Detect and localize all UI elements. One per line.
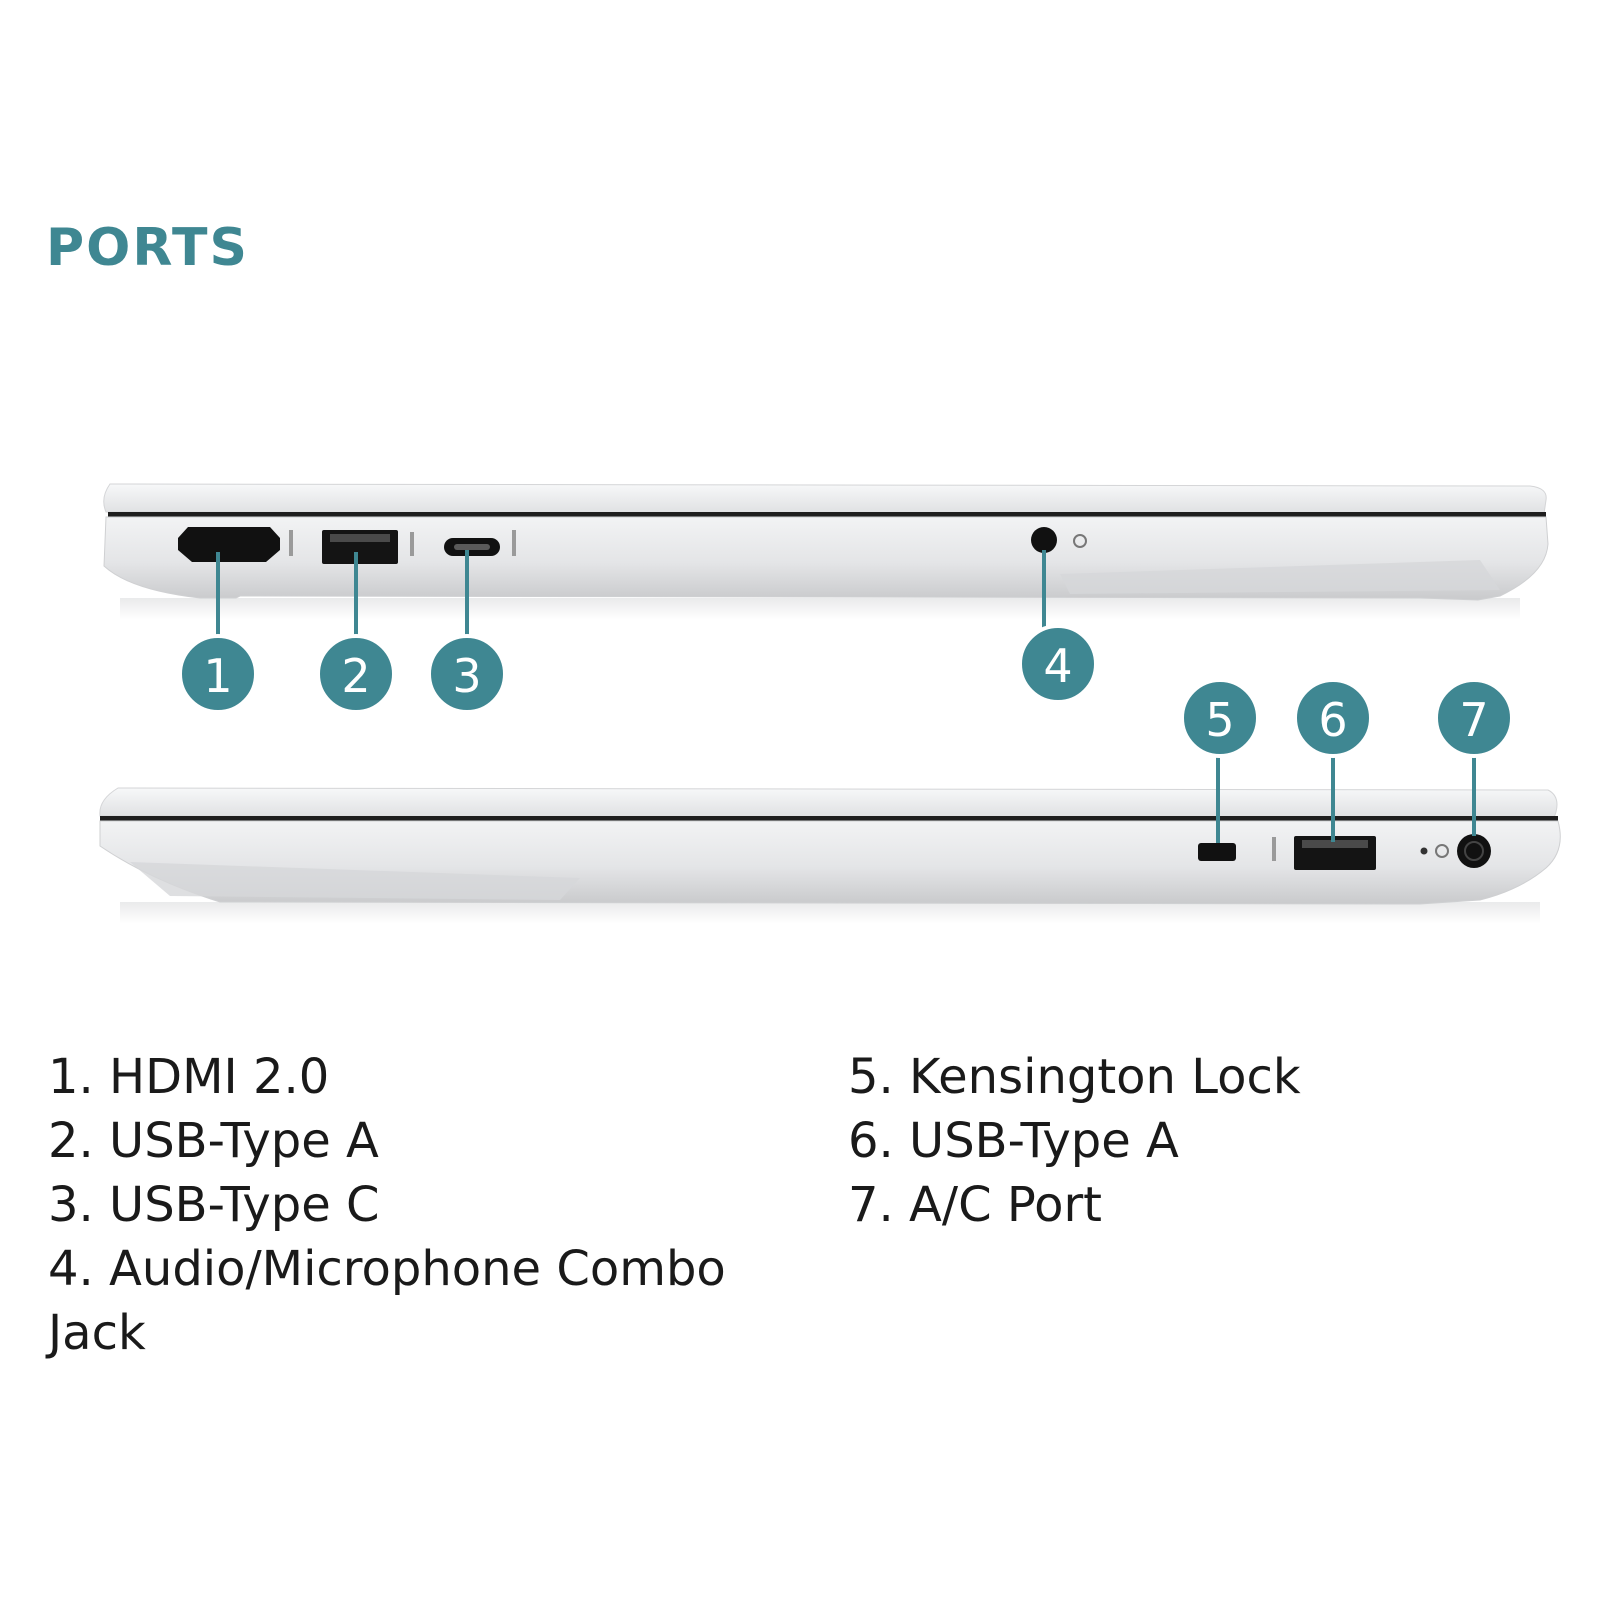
right-side-vent	[130, 862, 580, 900]
callout-number: 1	[203, 649, 232, 703]
callout-circle	[427, 634, 507, 714]
callout-2: 2	[316, 634, 396, 714]
usb-c-port-inner	[454, 544, 490, 550]
callout-number: 3	[452, 649, 481, 703]
usb-c-label	[512, 530, 516, 556]
callout-6: 6	[1293, 678, 1373, 758]
legend-item: 1. HDMI 2.0	[48, 1049, 330, 1105]
laptop-left-side	[103, 483, 1549, 645]
callout-7: 7	[1434, 678, 1514, 758]
callout-circle	[1018, 624, 1098, 704]
left-side-seam	[108, 512, 1546, 517]
hdmi-port	[178, 527, 280, 562]
callout-circle	[1293, 678, 1373, 758]
headset-icon	[1073, 534, 1087, 548]
callout-number: 4	[1043, 639, 1072, 693]
legend-item: 3. USB-Type C	[48, 1177, 380, 1233]
right-side-lid	[99, 787, 1558, 819]
legend-item: 7. A/C Port	[848, 1177, 1102, 1233]
usb-a-left-label	[410, 532, 414, 556]
callout-4: 4	[1018, 624, 1098, 704]
callout-5: 5	[1180, 678, 1260, 758]
ports-legend-left: 1. HDMI 2.0 2. USB-Type A 3. USB-Type C …	[48, 1045, 768, 1365]
ac-power-port	[1457, 834, 1491, 868]
power-icon	[1435, 844, 1449, 858]
callout-3: 3	[427, 634, 507, 714]
usb-a-right-label	[1272, 837, 1276, 861]
charging-led	[1420, 847, 1428, 855]
left-side-floor-shadow	[120, 598, 1520, 620]
usb-a-port-right-tongue	[1302, 840, 1368, 848]
callout-circle	[316, 634, 396, 714]
legend-item: 2. USB-Type A	[48, 1113, 379, 1169]
callout-circle	[1180, 678, 1260, 758]
callout-number: 2	[341, 649, 370, 703]
kensington-lock-slot	[1198, 843, 1236, 861]
usb-a-port-left-tongue	[330, 534, 390, 542]
left-side-lid	[103, 483, 1547, 515]
ports-legend-right: 5. Kensington Lock 6. USB-Type A 7. A/C …	[848, 1045, 1568, 1237]
ports-heading: PORTS	[46, 218, 249, 278]
callout-circle	[1434, 678, 1514, 758]
callout-number: 7	[1459, 693, 1488, 747]
ac-power-port-ring	[1464, 841, 1484, 861]
callout-1: 1	[178, 634, 258, 714]
callout-number: 5	[1205, 693, 1234, 747]
right-side-seam	[100, 816, 1558, 821]
callout-circle	[178, 634, 258, 714]
laptop-ports-diagram: 1 2 3 4 5 6 7	[99, 483, 1561, 924]
laptop-right-side	[99, 755, 1561, 924]
callout-number: 6	[1318, 693, 1347, 747]
legend-item: 5. Kensington Lock	[848, 1049, 1301, 1105]
legend-item: 6. USB-Type A	[848, 1113, 1179, 1169]
audio-jack	[1031, 527, 1057, 553]
hdmi-label	[289, 530, 293, 556]
right-side-floor-shadow	[120, 902, 1540, 924]
legend-item: 4. Audio/Microphone Combo Jack	[48, 1241, 726, 1361]
left-side-vent	[1060, 560, 1500, 594]
